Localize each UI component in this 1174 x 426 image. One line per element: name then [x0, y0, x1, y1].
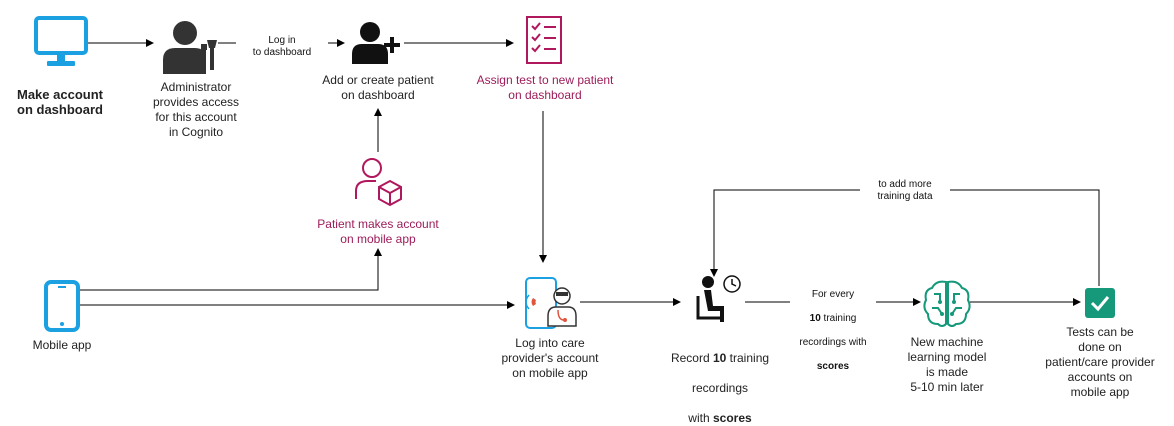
arrow-phone-to-patient-account [80, 248, 382, 291]
checkmark-icon [1085, 288, 1115, 318]
edge-label-login: Log in to dashboard [236, 35, 328, 59]
edge-label-add-more: to add more training data [860, 179, 950, 203]
assign-test-label: Assign test to new patient on dashboard [476, 73, 614, 102]
brain-circuit-icon [923, 280, 971, 327]
doctor-phone-icon [525, 277, 577, 329]
arrow-loop-back [710, 189, 1100, 286]
tests-done-label: Tests can be done on patient/care provid… [1045, 325, 1155, 399]
ml-model-label: New machine learning model is made 5-10 … [907, 335, 987, 394]
administrator-icon [163, 21, 217, 74]
administrator-label: Administrator provides access for this a… [152, 80, 240, 139]
add-patient-label: Add or create patient on dashboard [322, 73, 434, 102]
mobile-phone-icon [44, 280, 80, 332]
add-user-icon [352, 22, 400, 64]
checklist-icon [526, 16, 562, 64]
monitor-icon [34, 16, 88, 66]
care-provider-label: Log into care provider's account on mobi… [501, 336, 599, 380]
edge-label-every: For every 10 training recordings with sc… [790, 277, 876, 373]
seated-timer-icon [696, 275, 741, 322]
patient-account-icon [355, 158, 402, 207]
record-label: Record 10 training recordings with score… [670, 351, 770, 425]
mobile-app-label: Mobile app [32, 338, 92, 352]
patient-account-label: Patient makes account on mobile app [317, 217, 439, 246]
